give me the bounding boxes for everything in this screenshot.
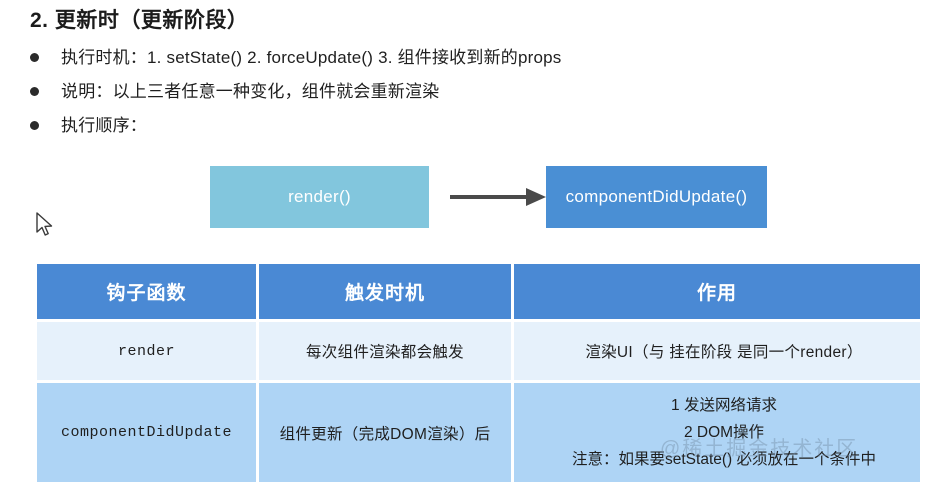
cell-hook-component-did-update: componentDidUpdate bbox=[37, 383, 256, 482]
hooks-table: 钩子函数 触发时机 作用 render 每次组件渲染都会触发 渲染UI（与 挂在… bbox=[34, 261, 923, 485]
bullet-text-description: 说明：以上三者任意一种变化，组件就会重新渲染 bbox=[61, 82, 440, 101]
cell-what-line-3: 注意：如果要setState() 必须放在一个条件中 bbox=[572, 451, 876, 468]
flow-box-component-did-update: componentDidUpdate() bbox=[546, 166, 767, 228]
table-body: render 每次组件渲染都会触发 渲染UI（与 挂在阶段 是同一个render… bbox=[37, 322, 920, 482]
bullet-dot-icon bbox=[30, 121, 39, 130]
column-header-trigger-timing: 触发时机 bbox=[259, 264, 511, 319]
page-title: 2. 更新时（更新阶段） bbox=[30, 9, 249, 32]
column-header-effect: 作用 bbox=[514, 264, 920, 319]
bullet-list: 执行时机：1. setState() 2. forceUpdate() 3. 组… bbox=[30, 46, 910, 148]
table-row: render 每次组件渲染都会触发 渲染UI（与 挂在阶段 是同一个render… bbox=[37, 322, 920, 380]
list-item: 执行顺序： bbox=[30, 114, 910, 148]
cell-what-line-1: 1 发送网络请求 bbox=[671, 397, 777, 414]
bullet-dot-icon bbox=[30, 53, 39, 62]
right-arrow-icon bbox=[450, 188, 546, 206]
flow-diagram: render() componentDidUpdate() bbox=[0, 160, 929, 240]
table-header: 钩子函数 触发时机 作用 bbox=[37, 264, 920, 319]
mouse-pointer-icon bbox=[36, 212, 53, 236]
table-header-row: 钩子函数 触发时机 作用 bbox=[37, 264, 920, 319]
cell-when-component-did-update: 组件更新（完成DOM渲染）后 bbox=[259, 383, 511, 482]
column-header-hook: 钩子函数 bbox=[37, 264, 256, 319]
cell-when-render: 每次组件渲染都会触发 bbox=[259, 322, 511, 380]
list-item: 说明：以上三者任意一种变化，组件就会重新渲染 bbox=[30, 80, 910, 114]
cell-what-render: 渲染UI（与 挂在阶段 是同一个render） bbox=[514, 322, 920, 380]
cell-hook-render: render bbox=[37, 322, 256, 380]
bullet-dot-icon bbox=[30, 87, 39, 96]
cell-what-line-2: 2 DOM操作 bbox=[683, 424, 765, 441]
cell-what-component-did-update: 1 发送网络请求 2 DOM操作 注意：如果要setState() 必须放在一个… bbox=[514, 383, 920, 482]
table-row: componentDidUpdate 组件更新（完成DOM渲染）后 1 发送网络… bbox=[37, 383, 920, 482]
flow-box-render: render() bbox=[210, 166, 429, 228]
list-item: 执行时机：1. setState() 2. forceUpdate() 3. 组… bbox=[30, 46, 910, 80]
bullet-text-execution-order: 执行顺序： bbox=[61, 116, 147, 135]
bullet-text-execution-timing: 执行时机：1. setState() 2. forceUpdate() 3. 组… bbox=[61, 48, 562, 67]
